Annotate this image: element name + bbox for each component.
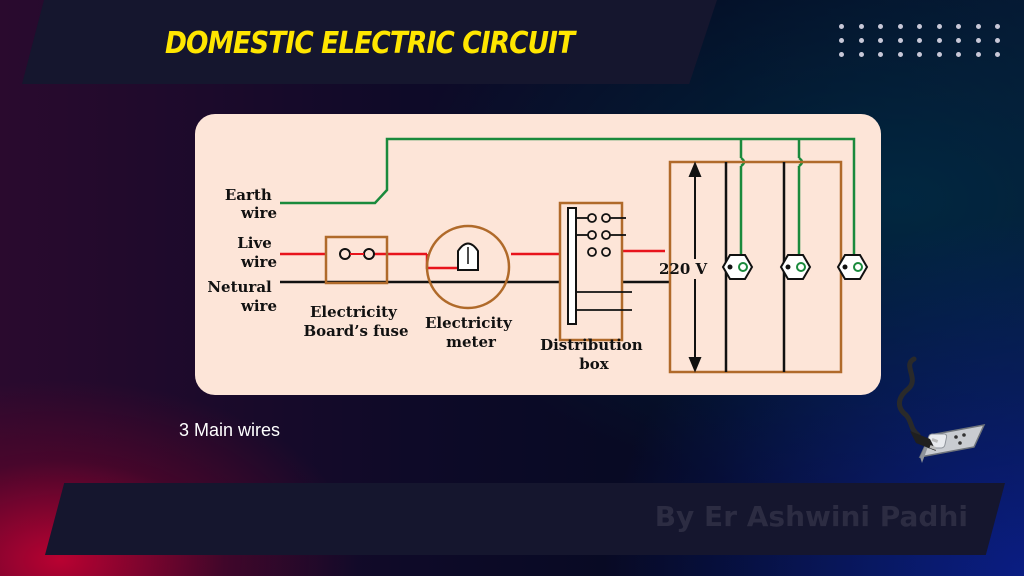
title-band <box>22 0 717 84</box>
circuit-diagram-panel: Earth wire Live wire Netural wire Electr… <box>195 114 881 395</box>
caption: 3 Main wires <box>179 420 281 440</box>
live-wire-label: Live wire <box>237 234 277 271</box>
footer-band <box>45 483 1005 555</box>
neutral-wire-label: Netural wire <box>207 278 277 315</box>
voltage-label: 220 V <box>659 260 708 278</box>
circuit-diagram: Earth wire Live wire Netural wire Electr… <box>207 137 869 374</box>
earth-wire <box>280 137 856 266</box>
electricity-board-fuse <box>324 235 389 285</box>
distribution-box <box>558 201 624 342</box>
electricity-meter <box>425 224 511 310</box>
author-credit: By Er Ashwini Padhi <box>654 500 968 533</box>
meter-label: Electricity meter <box>425 314 517 351</box>
fuse-label: Electricity Board’s fuse <box>303 303 408 340</box>
earth-wire-label: Earth wire <box>225 186 277 222</box>
decorative-dots <box>839 24 1009 64</box>
page-title: DOMESTIC ELECTRIC CIRCUIT <box>165 26 575 61</box>
socket-3 <box>836 254 869 280</box>
distribution-switches <box>576 213 632 311</box>
socket-1 <box>721 254 754 280</box>
distribution-box-label: Distribution box <box>540 336 648 373</box>
plug-socket-icon <box>897 356 986 463</box>
socket-2 <box>779 254 812 280</box>
